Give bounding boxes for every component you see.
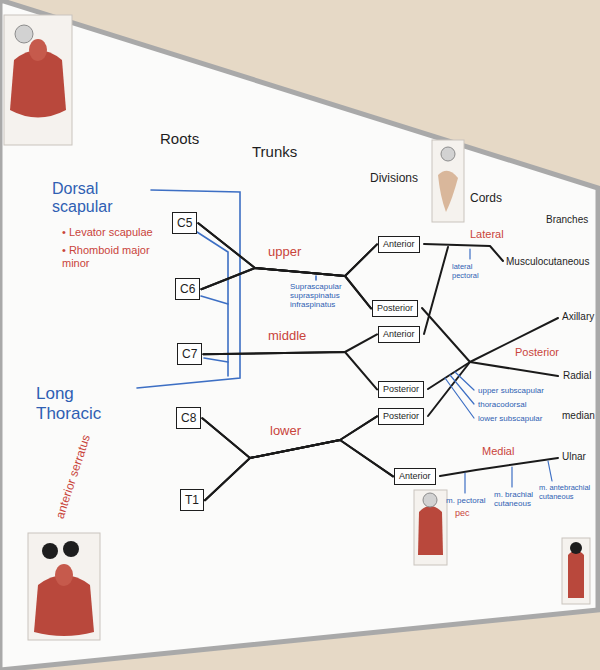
cord-name: Medial — [482, 445, 514, 458]
node-text: Anterior — [399, 471, 431, 482]
root-box: C6 — [175, 278, 200, 300]
cord-line — [422, 244, 558, 476]
column-header: Roots — [160, 130, 199, 147]
column-header: Cords — [470, 192, 502, 206]
trunk-name: upper — [268, 245, 301, 260]
division-box: Anterior — [378, 236, 420, 253]
trunk-name: middle — [268, 329, 306, 344]
muscle-name: • Rhomboid major minor — [62, 244, 154, 269]
trunk-line — [203, 352, 377, 389]
root-box: T1 — [180, 489, 204, 511]
division-box: Anterior — [394, 468, 436, 485]
nerve-note: thoracodorsal — [478, 400, 526, 409]
node-text: C7 — [182, 347, 197, 361]
trunk-line — [205, 440, 393, 500]
anatomy-poster — [562, 538, 590, 604]
nerve-note: m. brachial cutaneous — [494, 490, 536, 508]
nerve-name: Dorsal scapular — [52, 180, 147, 217]
root-box: C5 — [172, 212, 197, 234]
nerve-note: lateral pectoral — [452, 263, 494, 280]
nerve-name: Long Thoracic — [36, 384, 131, 423]
trunk-line — [198, 223, 371, 308]
node-text: C5 — [177, 216, 192, 230]
division-box: Anterior — [378, 326, 420, 343]
root-box: C7 — [177, 343, 202, 365]
division-box: Posterior — [378, 408, 424, 425]
nerve-note: lower subscapular — [478, 414, 542, 423]
anatomy-poster — [28, 533, 100, 640]
anatomy-poster — [414, 490, 447, 565]
node-text: Posterior — [383, 411, 419, 422]
trunk-line — [198, 223, 377, 276]
column-header: Branches — [546, 214, 588, 226]
node-text: Anterior — [383, 239, 415, 250]
node-text: Posterior — [383, 384, 419, 395]
branch-name: Axillary — [562, 311, 594, 323]
trunk-line — [202, 416, 377, 458]
anatomy-poster — [432, 140, 464, 222]
nerve-note: Suprascapular supraspinatus infraspinatu… — [290, 282, 344, 310]
nerve-note: m. pectoral — [446, 496, 486, 505]
trunk-name: lower — [270, 424, 301, 439]
node-text: C8 — [181, 411, 196, 425]
division-box: Posterior — [378, 381, 424, 398]
column-header: Divisions — [370, 172, 418, 186]
branch-name: Musculocutaneous — [506, 256, 589, 268]
node-text: Posterior — [377, 303, 413, 314]
root-box: C8 — [176, 407, 201, 429]
nerve-note: m. antebrachial cutaneous — [539, 484, 591, 501]
leader-line — [445, 249, 552, 493]
division-box: Posterior — [372, 300, 418, 317]
trunk-line — [202, 418, 393, 476]
muscle-name: pec — [455, 508, 470, 518]
nerve-bracket — [137, 190, 316, 388]
anatomy-poster — [4, 15, 72, 145]
node-text: T1 — [185, 493, 199, 507]
muscle-name: • Levator scapulae — [62, 226, 162, 239]
cord-name: Posterior — [515, 346, 559, 359]
node-text: C6 — [180, 282, 195, 296]
column-header: Trunks — [252, 143, 297, 160]
trunk-line — [201, 268, 371, 308]
branch-name: Ulnar — [562, 451, 586, 463]
cord-name: Lateral — [470, 228, 504, 241]
branch-name: Radial — [563, 370, 591, 382]
branch-name: median — [562, 410, 595, 422]
trunk-line — [205, 416, 377, 500]
nerve-note: upper subscapular — [478, 386, 544, 395]
node-text: Anterior — [383, 329, 415, 340]
